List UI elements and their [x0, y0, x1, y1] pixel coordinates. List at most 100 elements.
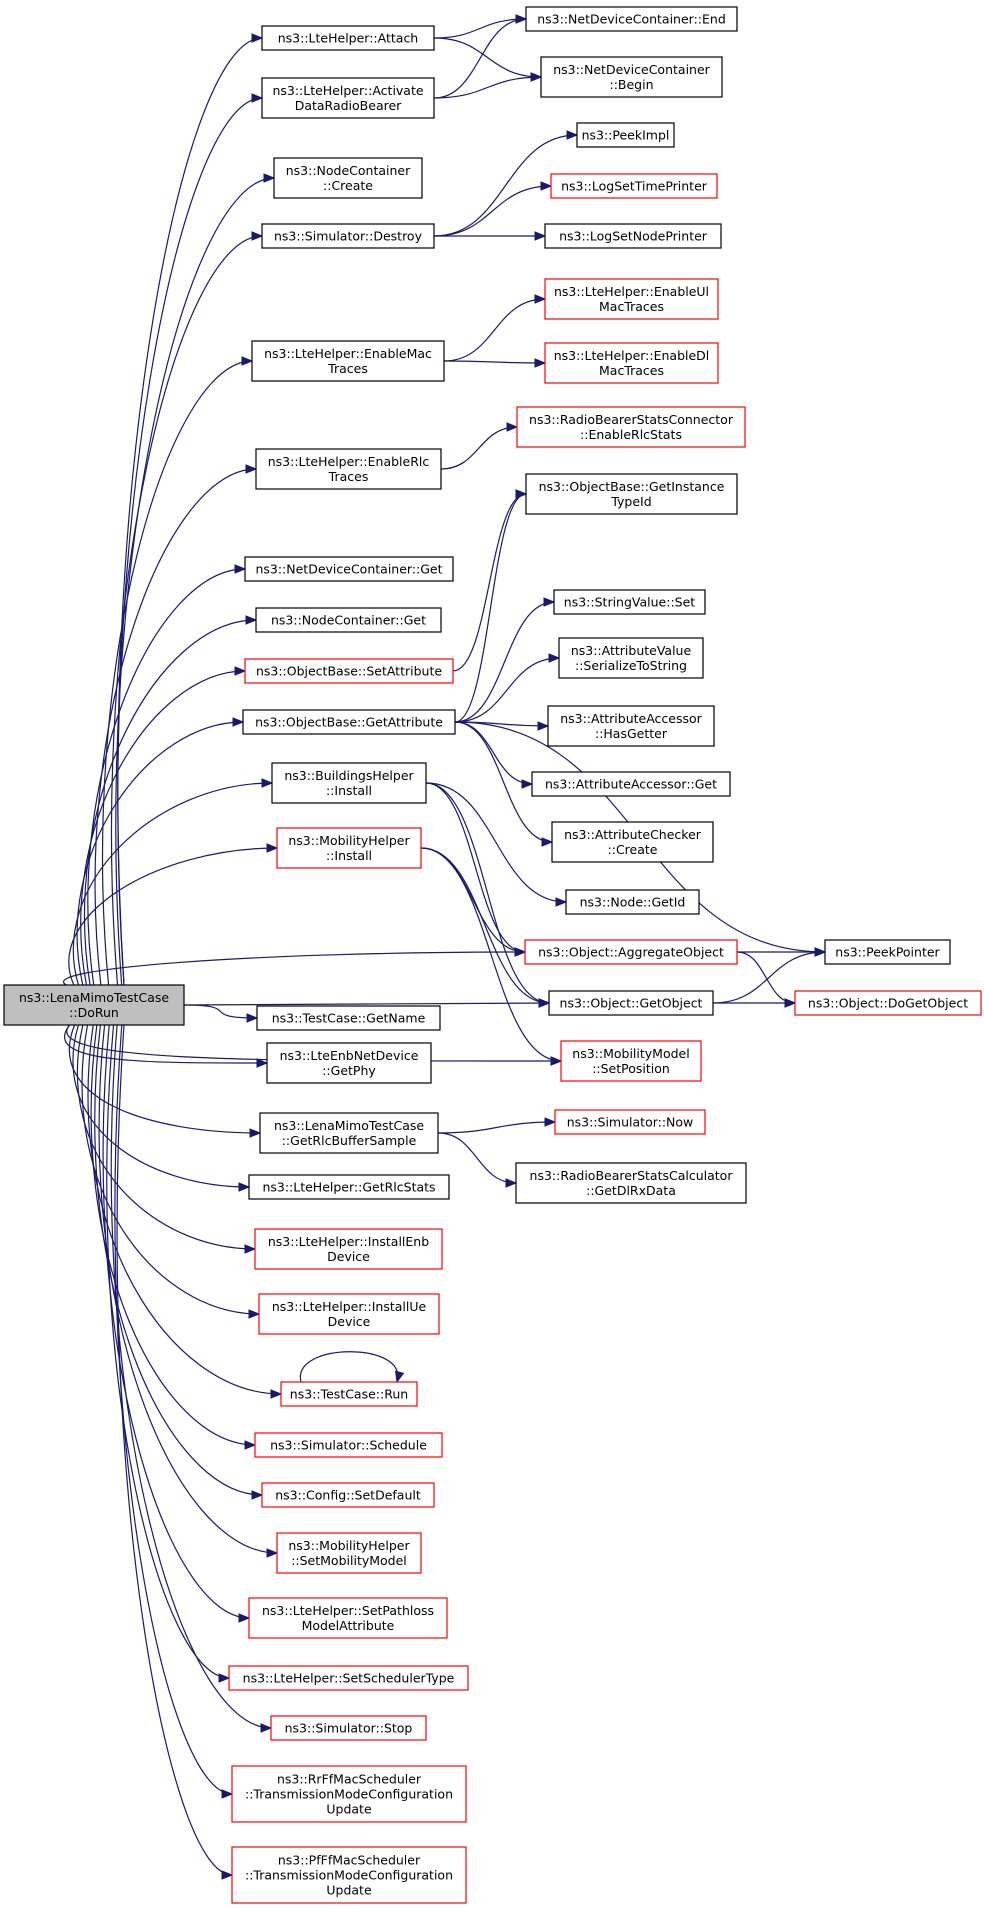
node-getRlcStats[interactable]: ns3::LteHelper::GetRlcStats: [248, 1174, 450, 1200]
node-box: [525, 473, 738, 515]
edge-r-to-mhSetMob: [98, 1024, 279, 1558]
node-tcRun[interactable]: ns3::TestCase::Run: [280, 1381, 418, 1407]
edge-line: [110, 235, 263, 986]
node-simNow[interactable]: ns3::Simulator::Now: [554, 1109, 706, 1135]
node-label: ns3::TestCase::Run: [290, 1387, 408, 1402]
node-setPos[interactable]: ns3::MobilityModel::SetPosition: [560, 1040, 702, 1082]
node-avSer[interactable]: ns3::AttributeValue::SerializeToString: [558, 637, 704, 679]
node-box: [524, 939, 738, 965]
edge-line: [712, 951, 826, 1004]
node-box: [515, 1162, 747, 1204]
node-simSched[interactable]: ns3::Simulator::Schedule: [254, 1432, 443, 1458]
node-attach[interactable]: ns3::LteHelper::Attach: [261, 25, 435, 51]
edge-line: [63, 1024, 268, 1064]
node-nodeGetId[interactable]: ns3::Node::GetId: [565, 889, 700, 915]
node-label: ns3::LteHelper::SetSchedulerType: [243, 1671, 455, 1686]
node-logTime[interactable]: ns3::LogSetTimePrinter: [550, 173, 718, 199]
arrowhead: [515, 14, 528, 24]
node-box: [261, 1482, 435, 1508]
edge-line: [87, 568, 246, 986]
node-mhSetMob[interactable]: ns3::MobilityHelper::SetMobilityModel: [276, 1532, 422, 1574]
node-simDestroy[interactable]: ns3::Simulator::Destroy: [261, 223, 435, 249]
node-label: ns3::Simulator::Now: [567, 1115, 694, 1130]
node-pfTm[interactable]: ns3::PfFfMacScheduler::TransmissionModeC…: [231, 1846, 467, 1904]
node-box: [270, 1715, 427, 1741]
arrowhead: [540, 181, 553, 191]
arrowhead: [550, 1056, 563, 1066]
node-mhInst[interactable]: ns3::MobilityHelper::Install: [276, 827, 422, 869]
edge-line: [437, 1121, 556, 1134]
edge-bhInst-to-aggObj: [425, 782, 527, 957]
node-box: [550, 173, 718, 199]
node-ndcEnd[interactable]: ns3::NetDeviceContainer::End: [525, 6, 738, 32]
node-logNode[interactable]: ns3::LogSetNodePrinter: [544, 223, 722, 249]
node-label: ns3::RadioBearerStatsConnector: [529, 412, 734, 427]
node-getAttr[interactable]: ns3::ObjectBase::GetAttribute: [242, 709, 456, 735]
node-label: ns3::BuildingsHelper: [284, 768, 414, 783]
node-peekPtr[interactable]: ns3::PeekPointer: [824, 939, 951, 965]
node-label: ns3::Object::GetObject: [560, 996, 703, 1011]
node-aaGet[interactable]: ns3::AttributeAccessor::Get: [531, 771, 731, 797]
node-label: ns3::MobilityModel: [572, 1046, 689, 1061]
edge-r-to-ncGet: [83, 615, 258, 986]
arrowhead: [248, 1309, 261, 1319]
node-label: ns3::AttributeAccessor: [560, 711, 702, 726]
node-cfgSetDef[interactable]: ns3::Config::SetDefault: [261, 1482, 435, 1508]
node-doGetObj[interactable]: ns3::Object::DoGetObject: [794, 990, 982, 1016]
node-aggObj[interactable]: ns3::Object::AggregateObject: [524, 939, 738, 965]
node-tcGetName[interactable]: ns3::TestCase::GetName: [256, 1005, 441, 1031]
node-ncGet[interactable]: ns3::NodeContainer::Get: [255, 607, 442, 633]
arrowhead: [251, 93, 264, 103]
edge-line: [443, 298, 546, 362]
node-ncCreate[interactable]: ns3::NodeContainer::Create: [273, 157, 423, 199]
node-rrTm[interactable]: ns3::RrFfMacScheduler::TransmissionModeC…: [231, 1765, 467, 1823]
node-getDlRx[interactable]: ns3::RadioBearerStatsCalculator::GetDlRx…: [515, 1162, 747, 1204]
node-acCreate[interactable]: ns3::AttributeChecker::Create: [551, 821, 714, 863]
edge-getAttr-to-getInst: [454, 489, 528, 723]
node-getObj[interactable]: ns3::Object::GetObject: [548, 990, 714, 1016]
node-aaHas[interactable]: ns3::AttributeAccessor::HasGetter: [547, 705, 715, 747]
node-ndcBegin[interactable]: ns3::NetDeviceContainer::Begin: [540, 56, 723, 98]
arrowhead: [555, 897, 568, 907]
node-getRlcBuf[interactable]: ns3::LenaMimoTestCase::GetRlcBufferSampl…: [259, 1112, 439, 1154]
node-label: ::Create: [608, 842, 658, 857]
edge-line: [117, 97, 263, 986]
node-simStop[interactable]: ns3::Simulator::Stop: [270, 1715, 427, 1741]
node-label: ns3::LteHelper::EnableMac: [264, 346, 432, 361]
node-label: ns3::ObjectBase::GetInstance: [539, 479, 725, 494]
node-r[interactable]: ns3::LenaMimoTestCase::DoRun: [3, 984, 185, 1026]
arrowhead: [244, 1244, 257, 1254]
node-label: ns3::ObjectBase::SetAttribute: [256, 664, 442, 679]
node-box: [231, 1846, 467, 1904]
node-label: ::EnableRlcStats: [580, 427, 682, 442]
node-box: [276, 1532, 422, 1574]
node-label: ns3::LogSetNodePrinter: [559, 229, 708, 244]
arrowhead: [814, 947, 827, 957]
node-bhInst[interactable]: ns3::BuildingsHelper::Install: [271, 762, 427, 804]
node-setSched[interactable]: ns3::LteHelper::SetSchedulerType: [228, 1665, 469, 1691]
arrowhead: [261, 778, 274, 788]
node-peekImpl[interactable]: ns3::PeekImpl: [576, 122, 675, 148]
edge-line: [420, 847, 550, 1004]
edge-line: [433, 18, 527, 99]
node-rbsc[interactable]: ns3::RadioBearerStatsConnector::EnableRl…: [516, 406, 746, 448]
node-setPath[interactable]: ns3::LteHelper::SetPathlossModelAttribut…: [248, 1597, 448, 1639]
node-box: [553, 589, 706, 615]
node-box: [254, 1432, 443, 1458]
node-box: [228, 1665, 469, 1691]
node-box: [261, 25, 435, 51]
node-setAttr[interactable]: ns3::ObjectBase::SetAttribute: [244, 658, 454, 684]
node-ndcGet[interactable]: ns3::NetDeviceContainer::Get: [244, 556, 454, 582]
node-box: [3, 984, 185, 1026]
arrowhead: [266, 843, 279, 853]
node-getPhy[interactable]: ns3::LteEnbNetDevice::GetPhy: [266, 1042, 432, 1084]
node-strSet[interactable]: ns3::StringValue::Set: [553, 589, 706, 615]
